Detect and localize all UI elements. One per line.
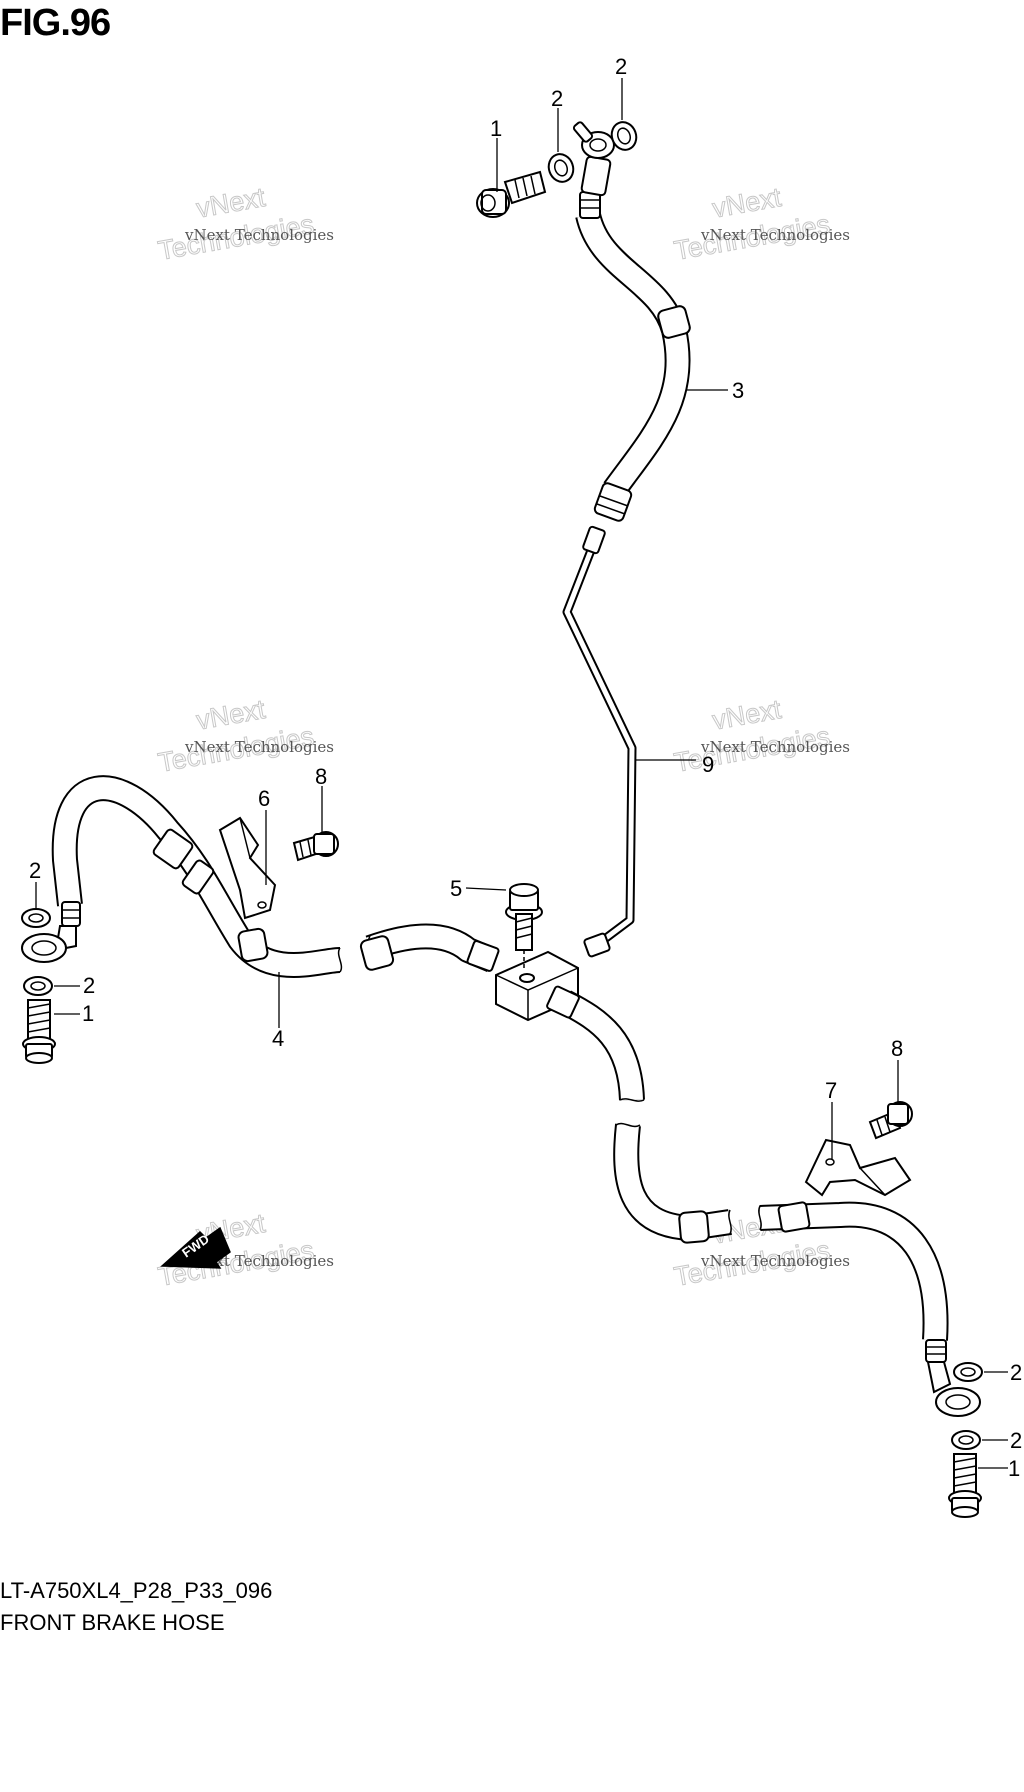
banjo-pin (572, 121, 594, 143)
hose-collar-mid (359, 935, 395, 971)
callout-8-left: 8 (315, 764, 327, 789)
callout-5: 5 (450, 876, 462, 901)
leader-lines (35, 78, 1008, 1469)
hose-bracket-right[interactable] (804, 1138, 912, 1197)
washer-right-a[interactable] (953, 1362, 983, 1382)
washer-top-b[interactable] (608, 119, 640, 154)
left-brake-hose[interactable] (21, 775, 500, 978)
watermark-large-top: vNext (710, 182, 784, 224)
watermark-small: vNext Technologies (700, 226, 850, 244)
callout-8-right: 8 (891, 1036, 903, 1061)
washer-left-b[interactable] (23, 976, 53, 996)
figure-title: FIG.96 (0, 2, 111, 44)
figure-name: FRONT BRAKE HOSE (0, 1610, 225, 1635)
hose-fitting-joint (466, 940, 500, 972)
hose-clamp-right (777, 1201, 811, 1233)
watermark: Technologies vNext vNext Technologies (155, 694, 334, 779)
watermark-large-top: vNext (710, 694, 784, 736)
banjo-bolt-right[interactable] (948, 1453, 982, 1518)
right-brake-hose[interactable] (546, 985, 981, 1417)
watermark: Technologies vNext vNext Technologies (671, 694, 850, 779)
bracket-bolt-left[interactable] (292, 831, 339, 862)
hose-collar (657, 305, 691, 339)
watermark-small: vNext Technologies (700, 738, 850, 756)
banjo-fitting (580, 155, 612, 197)
callout-6: 6 (258, 786, 270, 811)
callout-7: 7 (825, 1078, 837, 1103)
watermark-group: Technologies vNext vNext Technologies Te… (155, 182, 850, 1293)
hose-fitting (579, 191, 601, 219)
callout-2-left-b: 2 (83, 973, 95, 998)
callout-4: 4 (272, 1026, 284, 1051)
banjo-eye-left (21, 933, 67, 963)
banjo-eye-right (935, 1387, 981, 1417)
callout-2-left-a: 2 (29, 858, 41, 883)
banjo-bolt-left[interactable] (22, 999, 56, 1064)
pipe-flare-nut-bottom (583, 932, 611, 958)
joint-bolt[interactable] (505, 883, 543, 970)
hose-clamp-left (152, 828, 194, 870)
callout-1-top: 1 (490, 116, 502, 141)
hose-bracket-left[interactable] (218, 816, 277, 920)
washer-right-b[interactable] (951, 1430, 981, 1450)
hose-collar-left (237, 927, 269, 963)
forward-direction-arrow: FWD (160, 1226, 231, 1269)
hose-fitting-right-end (925, 1339, 947, 1363)
model-code: LT-A750XL4_P28_P33_096 (0, 1578, 273, 1603)
watermark-small: vNext Technologies (184, 226, 334, 244)
watermark-large-top: vNext (194, 182, 268, 224)
bracket-bolt-right[interactable] (868, 1101, 913, 1140)
hose-grommet-left (181, 859, 215, 895)
callout-2-top-b: 2 (615, 54, 627, 79)
watermark: Technologies vNext vNext Technologies (671, 182, 850, 267)
hose-collar-right (678, 1210, 710, 1244)
watermark: Technologies vNext vNext Technologies (155, 182, 334, 267)
hose-fitting-left-end (61, 901, 81, 927)
callout-9: 9 (702, 752, 714, 777)
brake-pipe[interactable] (562, 525, 637, 958)
callout-2-right-b: 2 (1010, 1428, 1022, 1453)
hose-fitting-right-joint (546, 985, 580, 1019)
callout-3: 3 (732, 378, 744, 403)
callout-labels: 1 2 2 3 9 6 8 2 2 1 4 5 7 8 2 2 1 (29, 54, 1022, 1481)
watermark-large-top: vNext (194, 694, 268, 736)
callout-2-right-a: 2 (1010, 1360, 1022, 1385)
callout-2-top-a: 2 (551, 86, 563, 111)
washer-top-a[interactable] (545, 151, 577, 186)
pipe-flare-nut-top (582, 525, 606, 555)
callout-1-right: 1 (1008, 1456, 1020, 1481)
watermark-small: vNext Technologies (700, 1252, 850, 1270)
watermark-small: vNext Technologies (184, 738, 334, 756)
banjo-bolt-top[interactable] (476, 170, 547, 218)
upper-brake-hose[interactable] (572, 121, 691, 522)
washer-left-a[interactable] (21, 908, 51, 928)
callout-1-left: 1 (82, 1001, 94, 1026)
hose-fitting-lower (593, 482, 633, 522)
